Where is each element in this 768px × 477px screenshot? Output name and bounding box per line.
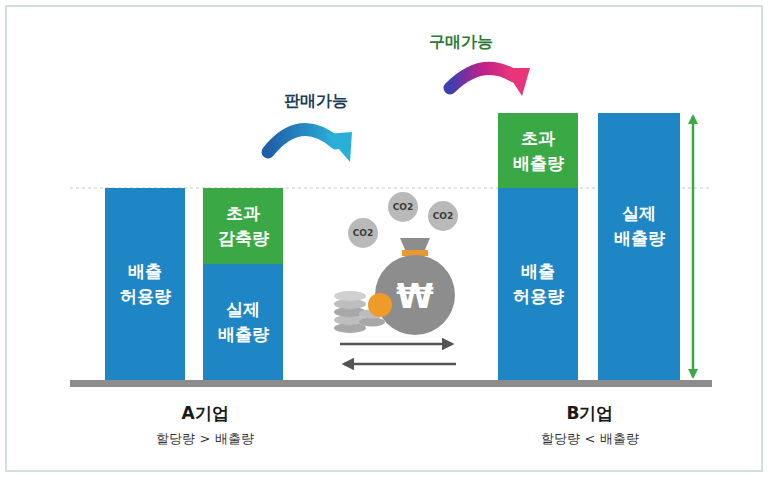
co2-text: CO2 (393, 202, 414, 213)
buy-arrow (450, 68, 514, 88)
sell-arrow (268, 129, 336, 152)
bar-label: 초과 배출량 (498, 126, 578, 175)
bar-label: 실제 배출량 (598, 201, 680, 250)
company-name: A기업 (181, 403, 228, 423)
sell-arrow-head (326, 132, 352, 162)
coin-stack (334, 291, 392, 333)
bar-label: 배출 허용량 (498, 259, 578, 308)
base-line (70, 380, 712, 387)
actual-emission-bar: 실제 배출량 (598, 113, 680, 380)
bar-label: 배출 허용량 (105, 259, 185, 308)
money-bag-neck (400, 238, 430, 252)
buy-arrow-head (504, 68, 530, 96)
frame (6, 6, 762, 471)
height-arrow (692, 116, 695, 377)
co2-text: CO2 (433, 211, 454, 222)
excess-emission-bar: 초과 배출량 (498, 113, 578, 188)
co2-text: CO2 (353, 228, 374, 239)
allowance-bar: 배출 허용량 (105, 188, 185, 380)
bar-label: 실제 배출량 (203, 297, 283, 346)
exchange-arrow (344, 363, 456, 366)
condition-text: 할당량 < 배출량 (541, 431, 638, 447)
actual-emission-bar: 실제 배출량 (203, 264, 283, 380)
exchange-arrow (340, 343, 452, 346)
surplus-reduction-bar: 초과 감축량 (203, 188, 283, 264)
condition-text: 할당량 > 배출량 (156, 431, 253, 447)
co2-coin (388, 192, 418, 222)
company-name: B기업 (567, 403, 614, 423)
allowance-bar: 배출 허용량 (498, 188, 578, 380)
sell-label: 판매가능 (284, 91, 348, 110)
co2-coin (428, 201, 458, 231)
buy-label: 구매가능 (429, 32, 493, 51)
money-bag (375, 255, 455, 335)
bar-label: 초과 감축량 (203, 201, 283, 250)
co2-coin (348, 218, 378, 248)
won-symbol: ₩ (396, 276, 434, 317)
